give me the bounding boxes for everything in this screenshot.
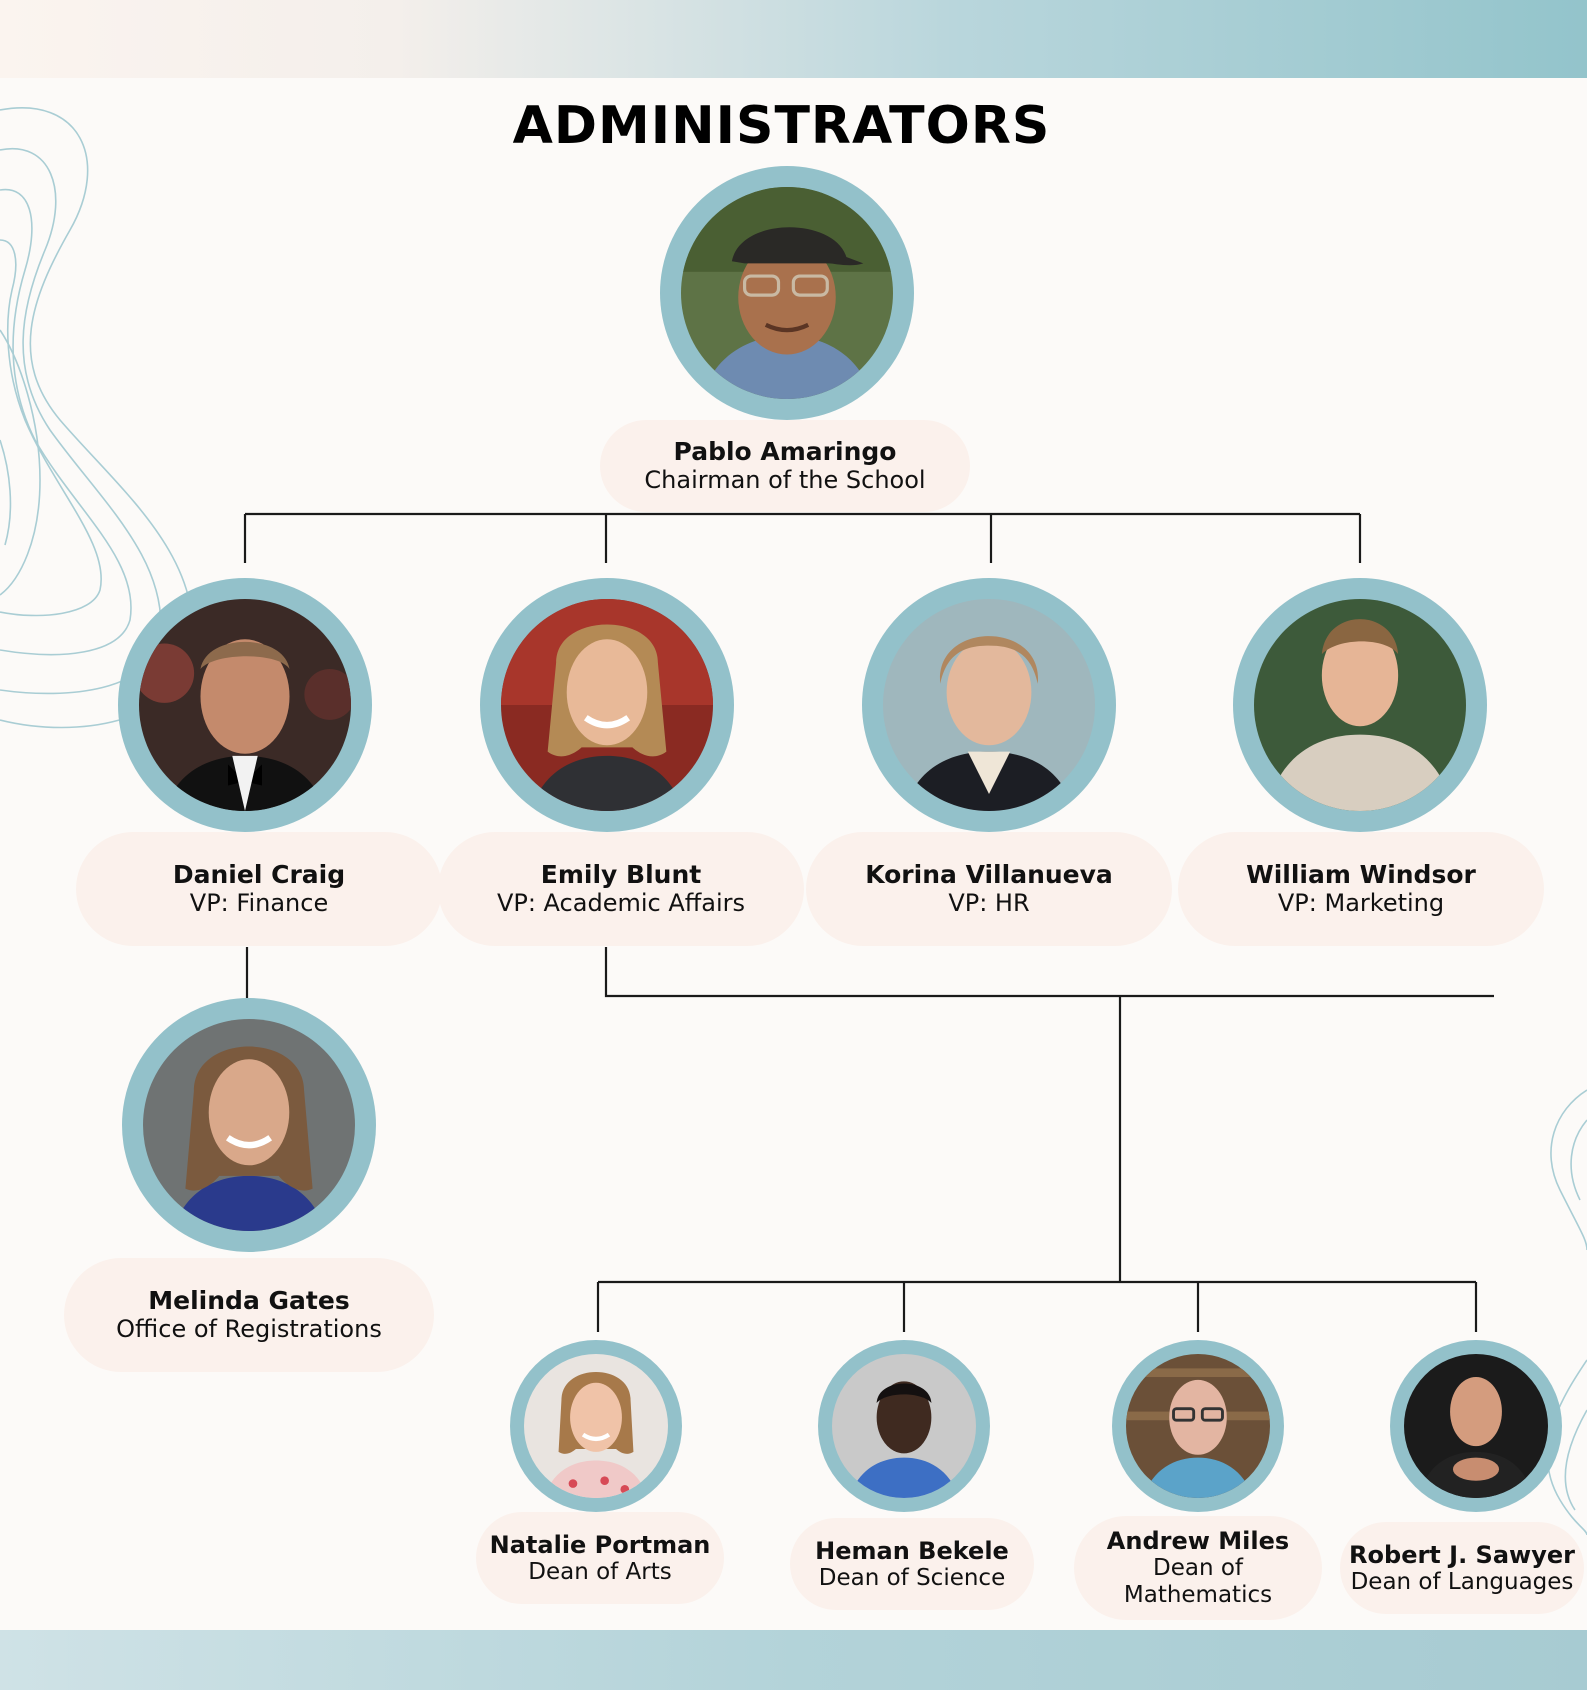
dean-languages-photo (1404, 1354, 1548, 1498)
vp-marketing-avatar (1233, 578, 1487, 832)
dean-arts-avatar (510, 1340, 682, 1512)
vp-marketing-photo (1254, 599, 1466, 811)
dean-math-photo (1126, 1354, 1270, 1498)
dean-arts-photo (524, 1354, 668, 1498)
dean-languages-avatar (1390, 1340, 1562, 1512)
page-title: ADMINISTRATORS (512, 96, 1051, 156)
vp-finance-name: Daniel Craig (172, 860, 346, 889)
vp-marketing-role: VP: Marketing (1277, 889, 1445, 917)
vp-academic-role: VP: Academic Affairs (496, 889, 746, 917)
vp-finance-avatar (118, 578, 372, 832)
chairman-card: Pablo Amaringo Chairman of the School (600, 420, 970, 512)
vp-hr-photo (883, 599, 1095, 811)
vp-academic-card: Emily Blunt VP: Academic Affairs (438, 832, 804, 946)
dean-arts-role: Dean of Arts (528, 1558, 672, 1585)
dean-languages-role: Dean of Languages (1350, 1568, 1574, 1595)
dean-science-photo (832, 1354, 976, 1498)
vp-academic-avatar (480, 578, 734, 832)
vp-finance-role: VP: Finance (189, 889, 329, 917)
vp-academic-photo (501, 599, 713, 811)
connector-academic (604, 947, 1494, 998)
dean-math-role: Dean of Mathematics (1123, 1555, 1273, 1608)
dean-arts-card: Natalie Portman Dean of Arts (476, 1512, 724, 1604)
vp-hr-card: Korina Villanueva VP: HR (806, 832, 1172, 946)
dean-science-avatar (818, 1340, 990, 1512)
dean-science-card: Heman Bekele Dean of Science (790, 1518, 1034, 1610)
vp-hr-role: VP: HR (948, 889, 1030, 917)
chairman-photo (681, 187, 893, 399)
dean-science-role: Dean of Science (818, 1564, 1006, 1591)
registrar-card: Melinda Gates Office of Registrations (64, 1258, 434, 1372)
footer-band (0, 1630, 1587, 1690)
vp-academic-name: Emily Blunt (540, 860, 702, 889)
registrar-photo (143, 1019, 355, 1231)
dean-science-name: Heman Bekele (815, 1536, 1009, 1565)
chairman-role: Chairman of the School (644, 466, 926, 494)
dean-math-name: Andrew Miles (1106, 1527, 1290, 1555)
registrar-role: Office of Registrations (116, 1315, 382, 1343)
vp-finance-photo (139, 599, 351, 811)
header-band (0, 0, 1587, 78)
vp-marketing-card: William Windsor VP: Marketing (1178, 832, 1544, 946)
vp-hr-name: Korina Villanueva (865, 860, 1113, 889)
vp-finance-card: Daniel Craig VP: Finance (76, 832, 442, 946)
registrar-avatar (122, 998, 376, 1252)
dean-math-card: Andrew Miles Dean of Mathematics (1074, 1516, 1322, 1620)
vp-hr-avatar (862, 578, 1116, 832)
dean-arts-name: Natalie Portman (489, 1530, 711, 1559)
vp-marketing-name: William Windsor (1246, 860, 1476, 889)
registrar-name: Melinda Gates (148, 1286, 350, 1315)
dean-languages-name: Robert J. Sawyer (1349, 1540, 1575, 1569)
chairman-avatar (660, 166, 914, 420)
dean-math-avatar (1112, 1340, 1284, 1512)
dean-languages-card: Robert J. Sawyer Dean of Languages (1340, 1522, 1584, 1614)
chairman-name: Pablo Amaringo (673, 437, 897, 466)
